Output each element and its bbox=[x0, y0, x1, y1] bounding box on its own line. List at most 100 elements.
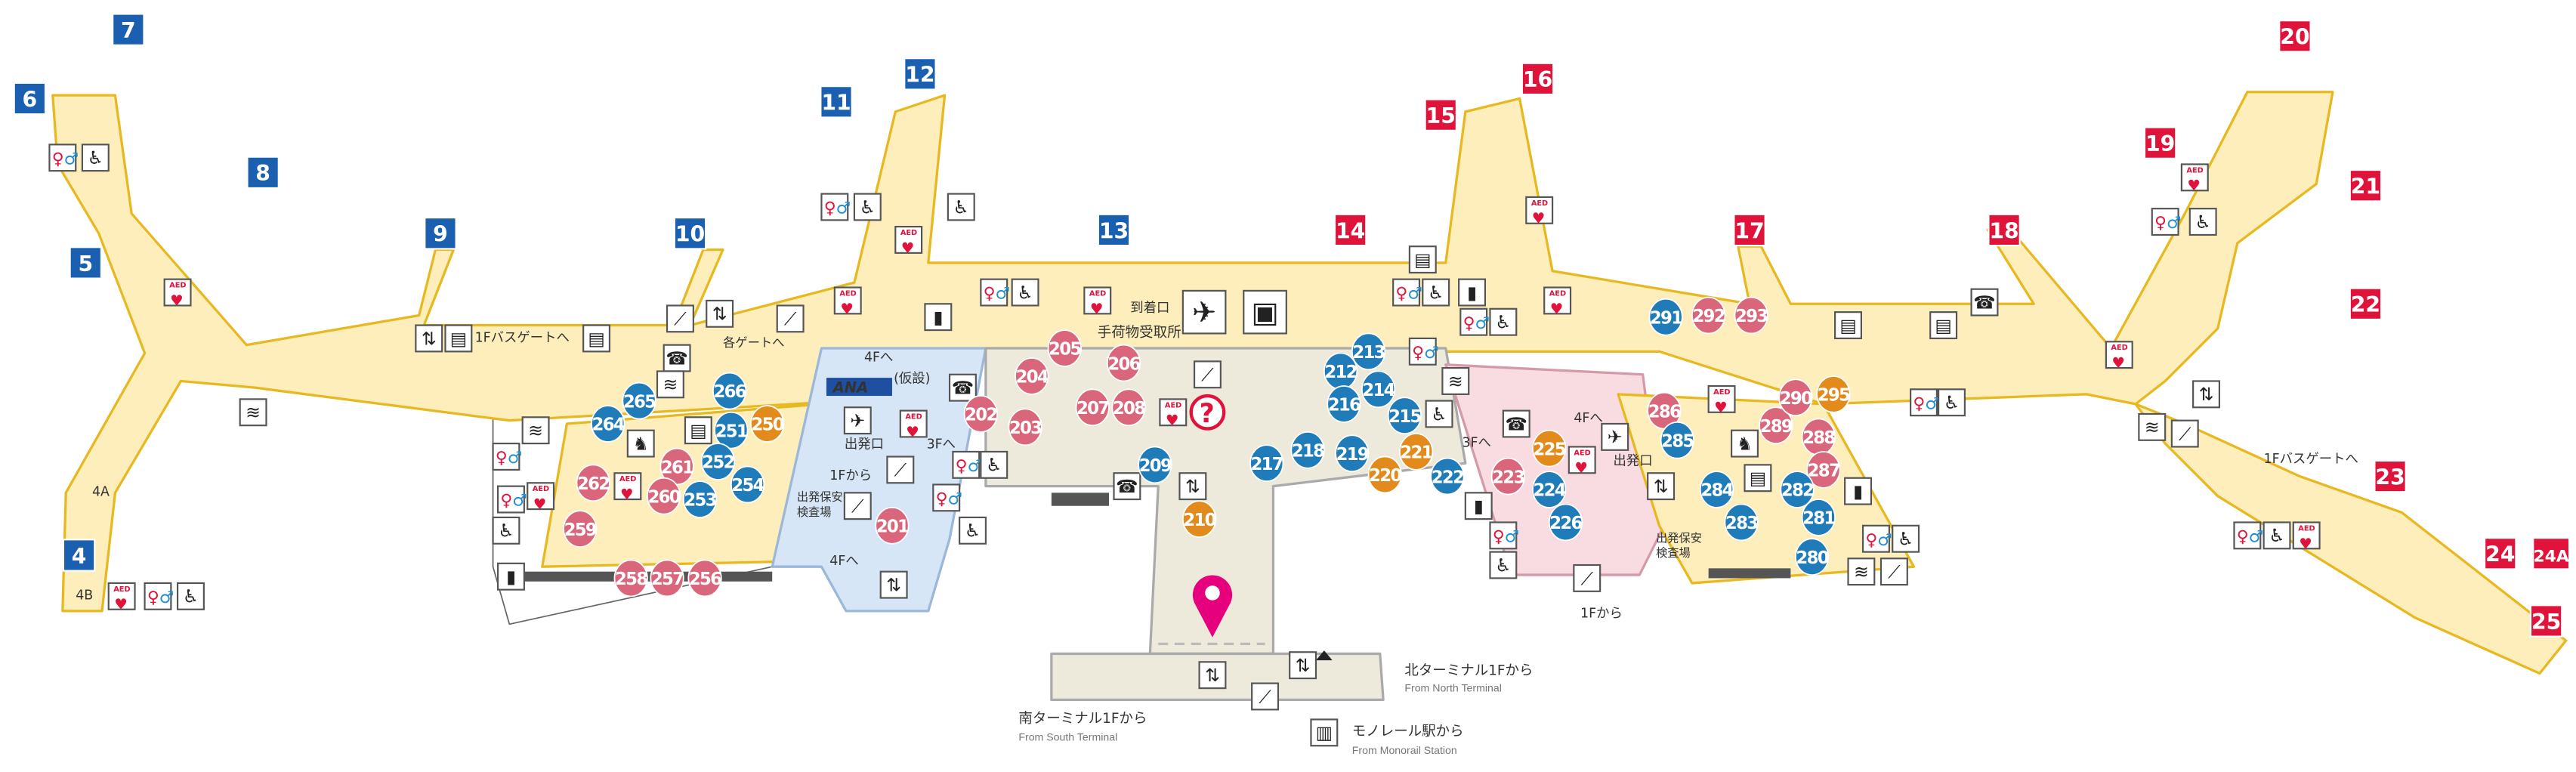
shop-marker-293[interactable]: 293 bbox=[1734, 296, 1769, 335]
shop-marker-290[interactable]: 290 bbox=[1778, 378, 1814, 417]
shop-marker-260[interactable]: 260 bbox=[647, 477, 682, 515]
gate-11[interactable]: 11 bbox=[820, 85, 853, 119]
shop-marker-259[interactable]: 259 bbox=[563, 510, 598, 548]
shop-marker-216[interactable]: 216 bbox=[1327, 385, 1362, 423]
shop-number: 295 bbox=[1818, 386, 1850, 406]
shop-marker-208[interactable]: 208 bbox=[1111, 388, 1147, 427]
heart-glyph: ♥ bbox=[1532, 210, 1546, 227]
wheelchair-glyph: ♿ bbox=[183, 586, 199, 607]
shop-marker-224[interactable]: 224 bbox=[1532, 471, 1568, 508]
gate-24[interactable]: 24 bbox=[2484, 537, 2517, 570]
shop-marker-223[interactable]: 223 bbox=[1490, 457, 1526, 496]
gate-21[interactable]: 21 bbox=[2349, 168, 2383, 202]
phone-icon: ☎ bbox=[948, 373, 977, 402]
shop-marker-254[interactable]: 254 bbox=[730, 465, 765, 504]
shop-marker-circle bbox=[1327, 385, 1361, 423]
shop-marker-286[interactable]: 286 bbox=[1647, 391, 1682, 430]
shop-marker-251[interactable]: 251 bbox=[714, 411, 749, 449]
shop-marker-264[interactable]: 264 bbox=[591, 405, 626, 443]
gate-19[interactable]: 19 bbox=[2143, 126, 2177, 159]
icon-frame bbox=[1879, 557, 1908, 586]
shop-marker-204[interactable]: 204 bbox=[1015, 357, 1050, 395]
gate-25[interactable]: 25 bbox=[2529, 604, 2563, 638]
shop-marker-201[interactable]: 201 bbox=[875, 507, 910, 545]
shop-marker-285[interactable]: 285 bbox=[1660, 421, 1695, 459]
shop-marker-283[interactable]: 283 bbox=[1724, 503, 1759, 542]
gate-24A[interactable]: 24A bbox=[2532, 537, 2571, 570]
shop-marker-256[interactable]: 256 bbox=[687, 559, 723, 598]
shop-marker-295[interactable]: 295 bbox=[1816, 375, 1852, 413]
restroom-glyph: ♀♂ bbox=[1913, 394, 1939, 413]
shop-marker-217[interactable]: 217 bbox=[1249, 444, 1285, 482]
gate-20[interactable]: 20 bbox=[2278, 20, 2312, 53]
shop-number: 207 bbox=[1076, 399, 1109, 418]
shop-marker-265[interactable]: 265 bbox=[622, 381, 657, 420]
shop-marker-287[interactable]: 287 bbox=[1806, 451, 1842, 489]
shop-marker-219[interactable]: 219 bbox=[1335, 434, 1370, 472]
shop-marker-284[interactable]: 284 bbox=[1699, 471, 1734, 508]
shop-marker-253[interactable]: 253 bbox=[682, 480, 718, 518]
shop-marker-212[interactable]: 212 bbox=[1323, 352, 1358, 391]
shop-marker-250[interactable]: 250 bbox=[750, 405, 786, 443]
shop-marker-258[interactable]: 258 bbox=[613, 559, 649, 598]
gate-number: 20 bbox=[2280, 25, 2309, 50]
elevator-icon: ⇅ bbox=[2192, 380, 2221, 409]
gate-4[interactable]: 4 bbox=[62, 539, 96, 572]
heart-glyph: ♥ bbox=[1714, 399, 1728, 416]
shop-marker-218[interactable]: 218 bbox=[1290, 431, 1326, 469]
shop-marker-209[interactable]: 209 bbox=[1138, 446, 1173, 484]
shop-marker-210[interactable]: 210 bbox=[1181, 500, 1217, 538]
restroom-icon: ♀♂ bbox=[2233, 521, 2263, 550]
shop-marker-226[interactable]: 226 bbox=[1548, 503, 1583, 542]
shop-marker-266[interactable]: 266 bbox=[712, 372, 747, 410]
gate-6[interactable]: 6 bbox=[13, 82, 47, 116]
gate-13[interactable]: 13 bbox=[1097, 213, 1131, 247]
gate-5[interactable]: 5 bbox=[69, 246, 103, 279]
label-bus-gate-left: 1Fバスゲートへ bbox=[475, 330, 570, 345]
gate-15[interactable]: 15 bbox=[1424, 98, 1457, 131]
shop-marker-292[interactable]: 292 bbox=[1691, 296, 1726, 335]
shop-marker-221[interactable]: 221 bbox=[1398, 433, 1434, 471]
shop-marker-206[interactable]: 206 bbox=[1106, 344, 1141, 382]
shop-marker-280[interactable]: 280 bbox=[1795, 538, 1830, 576]
gate-16[interactable]: 16 bbox=[1521, 62, 1555, 96]
elevator-glyph: ⇅ bbox=[2199, 384, 2214, 405]
current-location-pin[interactable] bbox=[1192, 575, 1233, 638]
gate-23[interactable]: 23 bbox=[2374, 459, 2407, 493]
shop-marker-281[interactable]: 281 bbox=[1801, 499, 1836, 536]
shop-marker-262[interactable]: 262 bbox=[576, 464, 610, 502]
shop-marker-225[interactable]: 225 bbox=[1532, 429, 1568, 468]
gate-8[interactable]: 8 bbox=[246, 156, 280, 190]
shop-marker-289[interactable]: 289 bbox=[1759, 406, 1794, 444]
shop-marker-202[interactable]: 202 bbox=[963, 395, 998, 433]
gate-12[interactable]: 12 bbox=[903, 57, 937, 91]
gate-7[interactable]: 7 bbox=[112, 13, 145, 46]
shop-marker-215[interactable]: 215 bbox=[1387, 397, 1422, 434]
shop-marker-291[interactable]: 291 bbox=[1648, 298, 1684, 336]
elevator-glyph: ⇅ bbox=[712, 304, 727, 325]
shop-marker-252[interactable]: 252 bbox=[700, 443, 735, 480]
gate-17[interactable]: 17 bbox=[1733, 213, 1766, 247]
shop-marker-261[interactable]: 261 bbox=[659, 447, 695, 486]
shop-marker-282[interactable]: 282 bbox=[1780, 471, 1815, 508]
shop-marker-220[interactable]: 220 bbox=[1367, 455, 1403, 494]
shop-marker-222[interactable]: 222 bbox=[1430, 457, 1465, 496]
shop-marker-203[interactable]: 203 bbox=[1008, 408, 1043, 446]
icon-frame bbox=[1938, 388, 1966, 417]
shop-marker-214[interactable]: 214 bbox=[1361, 370, 1396, 409]
gate-18[interactable]: 18 bbox=[1988, 213, 2021, 247]
elevator-icon: ⇅ bbox=[706, 299, 734, 328]
shop-marker-213[interactable]: 213 bbox=[1351, 332, 1386, 371]
gate-22[interactable]: 22 bbox=[2349, 287, 2383, 321]
gate-10[interactable]: 10 bbox=[673, 217, 707, 250]
shop-marker-205[interactable]: 205 bbox=[1047, 329, 1083, 367]
gate-9[interactable]: 9 bbox=[424, 217, 457, 250]
shop-marker-257[interactable]: 257 bbox=[650, 559, 685, 598]
shop-number: 225 bbox=[1534, 440, 1566, 459]
wheelchair-glyph: ♿ bbox=[1428, 282, 1444, 303]
location-pin-icon[interactable] bbox=[1192, 575, 1233, 638]
shop-marker-207[interactable]: 207 bbox=[1075, 388, 1110, 427]
escalator-glyph: ⟋ bbox=[1259, 686, 1271, 707]
gate-14[interactable]: 14 bbox=[1333, 213, 1367, 247]
shop-marker-288[interactable]: 288 bbox=[1801, 418, 1836, 456]
